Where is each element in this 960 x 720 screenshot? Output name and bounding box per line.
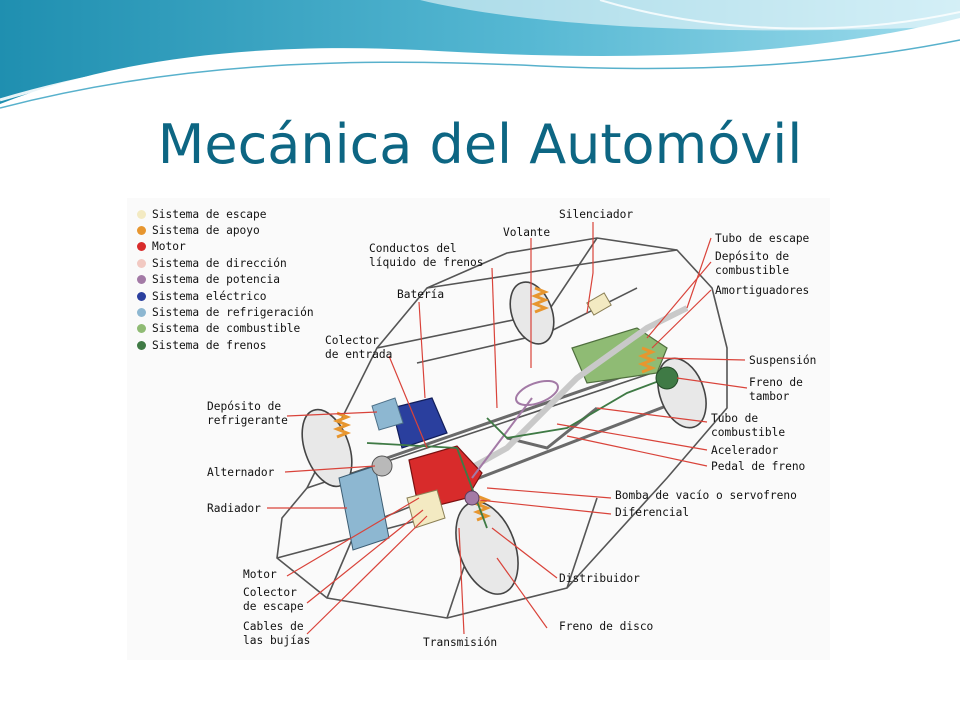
callout-acelerador: Acelerador xyxy=(711,444,779,457)
legend-item: Sistema eléctrico xyxy=(137,288,314,304)
callout-cables-bujias: Cables de las bujías xyxy=(243,620,311,647)
legend-label: Sistema de refrigeración xyxy=(152,306,314,320)
legend-item: Motor xyxy=(137,239,314,255)
legend-item: Sistema de frenos xyxy=(137,337,314,353)
suspension-springs xyxy=(332,286,657,522)
legend-dot-icon xyxy=(137,242,146,252)
legend-dot-icon xyxy=(137,340,146,350)
callout-tubo-combustible: Tubo de combustible xyxy=(711,412,786,439)
fuel-tank xyxy=(571,327,668,384)
legend-dot-icon xyxy=(137,275,146,285)
legend-label: Sistema de frenos xyxy=(152,338,267,352)
coolant-reservoir xyxy=(371,397,404,431)
legend-label: Sistema de dirección xyxy=(152,256,287,270)
steering-wheel xyxy=(471,379,559,479)
callout-volante: Volante xyxy=(503,226,551,239)
callout-leader-lines xyxy=(267,222,748,635)
differential xyxy=(464,490,480,506)
callout-pedal-freno: Pedal de freno xyxy=(711,460,806,473)
callout-silenciador: Silenciador xyxy=(559,208,634,221)
callout-diferencial: Diferencial xyxy=(615,506,690,519)
callout-colector-entrada: Colector de entrada xyxy=(325,334,393,361)
legend-dot-icon xyxy=(137,324,146,334)
systems-legend: Sistema de escape Sistema de apoyo Motor… xyxy=(137,206,314,354)
callout-suspension: Suspensión xyxy=(749,354,817,367)
legend-item: Sistema de combustible xyxy=(137,321,314,337)
legend-dot-icon xyxy=(137,258,146,268)
callout-motor: Motor xyxy=(243,568,277,581)
brake-lines xyxy=(366,377,668,529)
callout-conductos-liquido-frenos: Conductos del líquido de frenos xyxy=(369,242,484,269)
legend-item: Sistema de escape xyxy=(137,206,314,222)
header-wave-decoration xyxy=(0,0,960,109)
callout-radiador: Radiador xyxy=(207,502,261,515)
legend-dot-icon xyxy=(137,226,146,236)
page-title: Mecánica del Automóvil xyxy=(157,113,803,176)
callout-freno-tambor: Freno de tambor xyxy=(749,376,803,403)
legend-item: Sistema de potencia xyxy=(137,272,314,288)
callout-bomba-vacio-servofreno: Bomba de vacío o servofreno xyxy=(615,489,797,502)
legend-label: Motor xyxy=(152,240,186,254)
callout-bateria: Batería xyxy=(397,288,445,301)
legend-label: Sistema eléctrico xyxy=(152,289,267,303)
legend-item: Sistema de apoyo xyxy=(137,222,314,238)
drum-brake xyxy=(655,366,679,390)
callout-alternador: Alternador xyxy=(207,466,275,479)
callout-distribuidor: Distribuidor xyxy=(559,572,640,585)
callout-transmision: Transmisión xyxy=(423,636,498,649)
car-illustration xyxy=(267,222,748,635)
callout-amortiguadores: Amortiguadores xyxy=(715,284,810,297)
callout-colector-escape: Colector de escape xyxy=(243,586,304,613)
legend-item: Sistema de dirección xyxy=(137,255,314,271)
legend-label: Sistema de combustible xyxy=(152,322,301,336)
battery xyxy=(391,397,448,449)
legend-dot-icon xyxy=(137,209,146,219)
callout-deposito-refrigerante: Depósito de refrigerante xyxy=(207,400,288,427)
callout-freno-disco: Freno de disco xyxy=(559,620,654,633)
callout-tubo-escape: Tubo de escape xyxy=(715,232,810,245)
callout-deposito-combustible: Depósito de combustible xyxy=(715,250,790,277)
legend-dot-icon xyxy=(137,308,146,318)
legend-label: Sistema de potencia xyxy=(152,273,280,287)
legend-label: Sistema de apoyo xyxy=(152,224,260,238)
legend-dot-icon xyxy=(137,291,146,301)
legend-item: Sistema de refrigeración xyxy=(137,304,314,320)
legend-label: Sistema de escape xyxy=(152,207,267,221)
car-mechanics-diagram: Sistema de escape Sistema de apoyo Motor… xyxy=(127,198,830,660)
